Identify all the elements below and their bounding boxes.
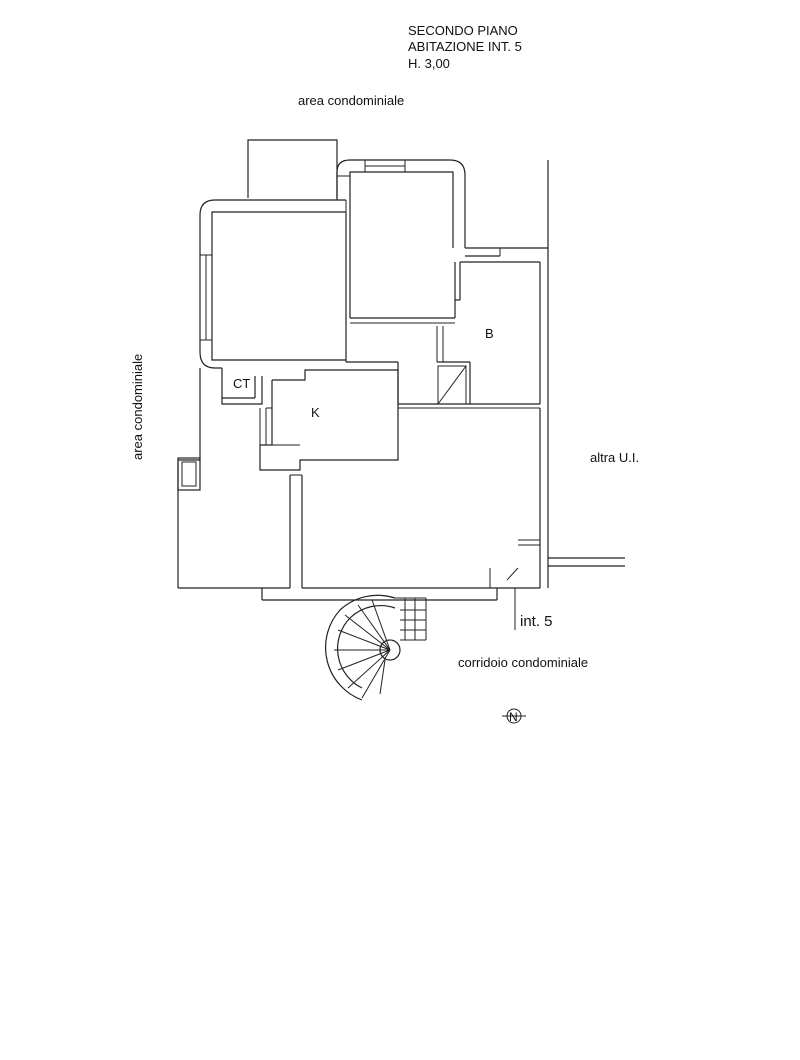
bedroom-upper (336, 159, 466, 324)
entrance-label: int. 5 (520, 613, 553, 630)
north-arrow-icon: N (502, 708, 526, 724)
top-terrace (247, 139, 338, 198)
height-label: H. 3,00 (408, 56, 450, 71)
room-kitchen-label: K (311, 405, 320, 420)
top-area-label: area condominiale (298, 93, 404, 108)
floor-title: SECONDO PIANO (408, 23, 518, 38)
room-bath-label: B (485, 326, 494, 341)
boiler-room (221, 368, 263, 405)
north-label: N (509, 710, 518, 724)
unit-title: ABITAZIONE INT. 5 (408, 39, 522, 54)
hallway (346, 361, 540, 409)
living-room-main (261, 408, 541, 630)
room-boiler-label: CT (233, 376, 250, 391)
left-area-label: area condominiale (130, 354, 145, 460)
right-boundary (547, 160, 625, 588)
spiral-staircase (324, 594, 427, 701)
living-room-left (199, 199, 347, 369)
corridor-label: corridoio condominiale (458, 655, 588, 670)
bath-room (436, 247, 548, 405)
left-terrace (177, 368, 290, 589)
kitchen-room (259, 369, 399, 471)
right-area-label: altra U.I. (590, 450, 639, 465)
